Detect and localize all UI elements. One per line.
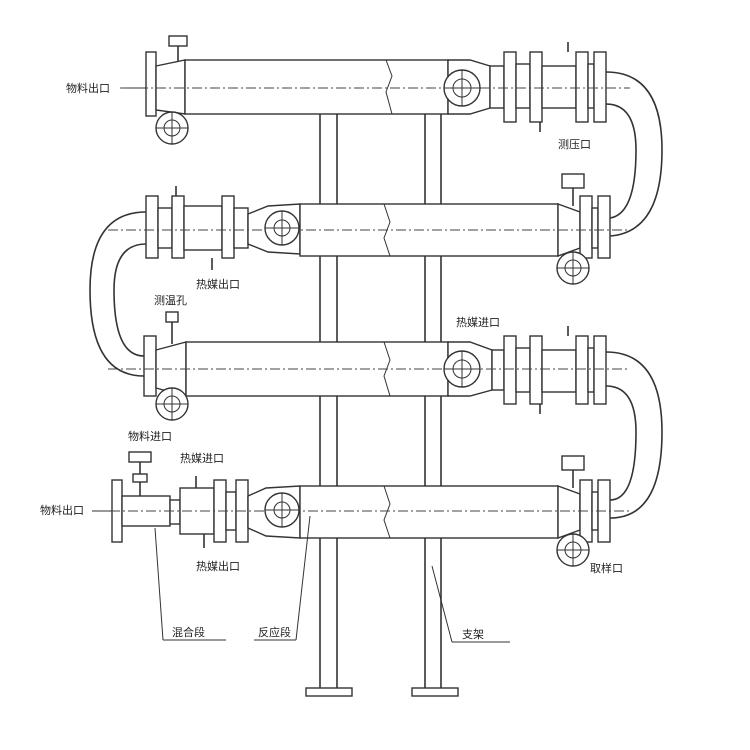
viewport-row-4-left (264, 492, 300, 528)
nozzles (175, 42, 569, 548)
leader-lines (92, 87, 510, 643)
viewport-row-4-right (556, 533, 590, 567)
viewport-row-2-right (556, 251, 590, 285)
label-material-inlet: 物料进口 (128, 429, 172, 443)
pressure-gauge-row-4 (561, 455, 585, 488)
pipe-row-1 (120, 51, 630, 123)
pressure-gauge-row-2 (561, 173, 585, 206)
pipe-row-3 (108, 335, 630, 405)
label-support: 支架 (462, 628, 484, 641)
viewport-row-3-left (155, 387, 189, 421)
u-bend-1-2 (605, 71, 663, 237)
viewport-row-1-right (443, 69, 481, 107)
label-heat-medium-outlet-lower: 热媒出口 (196, 559, 240, 573)
u-bend-3-4 (605, 351, 663, 519)
label-sampling-port: 取样口 (590, 561, 623, 575)
pipe-row-2 (108, 195, 630, 259)
label-reaction-section: 反应段 (258, 625, 291, 639)
viewport-row-1-left (155, 111, 189, 145)
label-heat-medium-inlet-lower: 热媒进口 (180, 452, 224, 465)
u-bend-2-3 (89, 211, 147, 377)
label-mixing-section: 混合段 (172, 625, 205, 639)
material-inlet-valve (128, 451, 152, 496)
label-material-outlet-top: 物料出口 (66, 81, 110, 95)
label-pressure-port: 测压口 (558, 138, 591, 151)
valve-row-1 (168, 35, 188, 62)
label-heat-medium-outlet-upper: 热媒出口 (196, 277, 240, 291)
viewport-row-2-left (264, 210, 300, 246)
label-heat-medium-inlet-middle: 热媒进口 (456, 316, 500, 329)
label-material-outlet-bottom: 物料出口 (40, 503, 84, 517)
pipe-row-4 (92, 479, 630, 543)
thermometer-row-3 (165, 311, 179, 344)
viewport-row-3-right (443, 350, 481, 388)
label-temperature-port: 测温孔 (154, 294, 187, 307)
